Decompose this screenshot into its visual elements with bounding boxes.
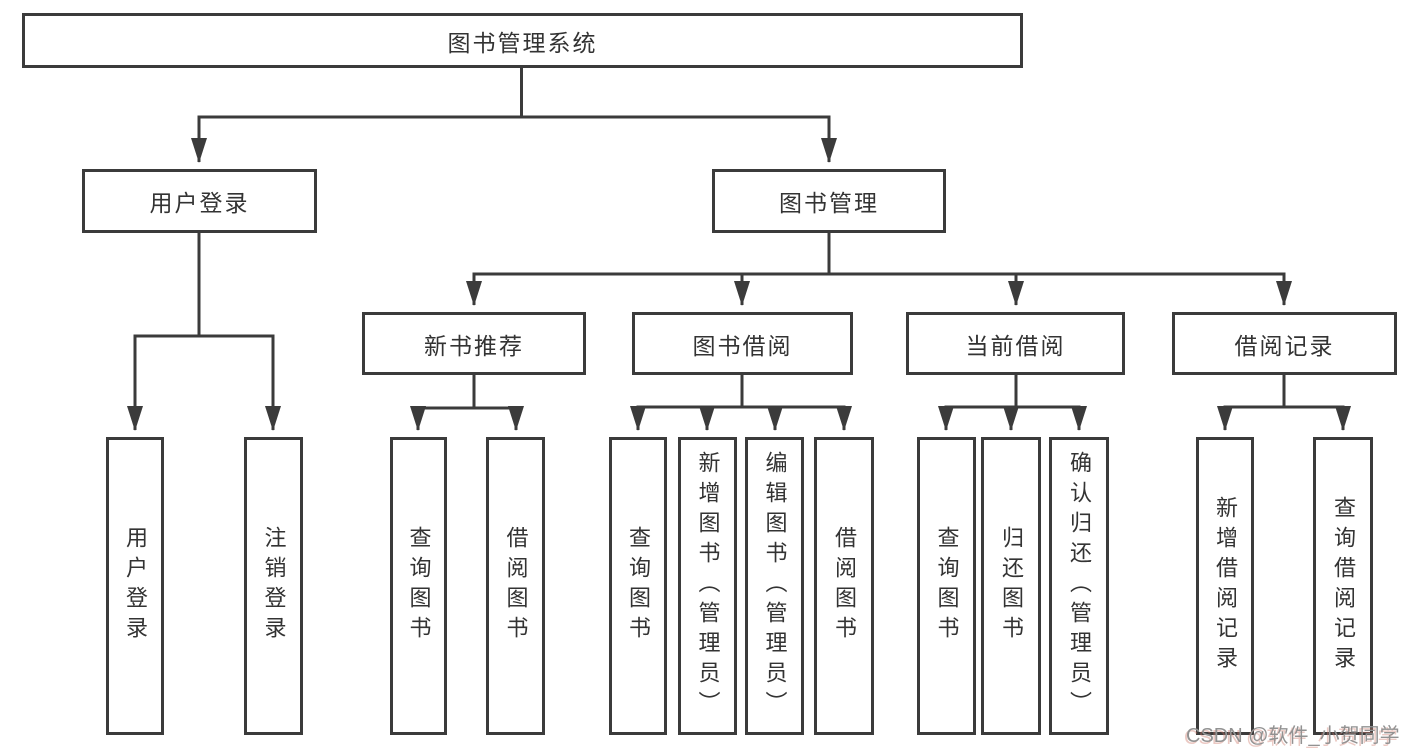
leaf-query-books-borrow: 查询图书 xyxy=(609,437,667,735)
node-label: 查询图书 xyxy=(406,526,432,646)
node-new-book-recommend: 新书推荐 xyxy=(362,312,586,375)
node-label: 注销登录 xyxy=(261,526,287,646)
connector-borrow-records-to-leaves xyxy=(1217,375,1351,431)
node-label: 查询借阅记录 xyxy=(1331,496,1356,676)
connector-new-book-rec-to-leaves xyxy=(410,375,524,431)
node-label: 确认归还（管理员） xyxy=(1067,451,1092,721)
connector-book-borrow-to-leaves xyxy=(630,375,852,431)
node-label: 编辑图书（管理员） xyxy=(762,451,788,721)
leaf-borrow-books: 借阅图书 xyxy=(814,437,874,735)
node-book-borrowing: 图书借阅 xyxy=(632,312,853,375)
leaf-user-login: 用户登录 xyxy=(106,437,164,735)
leaf-add-book-admin: 新增图书（管理员） xyxy=(678,437,737,735)
leaf-query-books-current: 查询图书 xyxy=(917,437,976,735)
node-book-management: 图书管理 xyxy=(712,169,946,233)
csdn-watermark: CSDN @软件_小贺同学 xyxy=(1186,725,1400,747)
node-label: 当前借阅 xyxy=(965,332,1066,359)
node-label: 图书管理 xyxy=(779,190,879,216)
node-label: 借阅图书 xyxy=(503,526,529,646)
node-label: 归还图书 xyxy=(999,526,1024,646)
leaf-confirm-return-admin: 确认归还（管理员） xyxy=(1049,437,1109,735)
node-current-borrowing: 当前借阅 xyxy=(906,312,1125,375)
node-label: 图书借阅 xyxy=(692,332,793,359)
node-label: 借阅记录 xyxy=(1234,332,1335,359)
node-user-login: 用户登录 xyxy=(82,169,317,233)
leaf-return-book: 归还图书 xyxy=(981,437,1041,735)
leaf-query-books-recommend: 查询图书 xyxy=(390,437,447,735)
node-label: 查询图书 xyxy=(626,526,651,646)
node-label: 用户登录 xyxy=(149,190,250,216)
leaf-edit-book-admin: 编辑图书（管理员） xyxy=(745,437,804,735)
node-label: 用户登录 xyxy=(123,526,148,646)
node-label: 新书推荐 xyxy=(424,332,524,359)
node-root-library-management-system: 图书管理系统 xyxy=(22,13,1023,68)
leaf-query-borrow-record: 查询借阅记录 xyxy=(1313,437,1373,735)
leaf-borrow-books-recommend: 借阅图书 xyxy=(486,437,545,735)
connector-user-login-to-leaves xyxy=(127,233,281,431)
node-label: 新增图书（管理员） xyxy=(695,451,721,721)
leaf-add-borrow-record: 新增借阅记录 xyxy=(1196,437,1254,735)
connector-root-to-level2 xyxy=(191,68,837,163)
node-borrowing-records: 借阅记录 xyxy=(1172,312,1397,375)
leaf-logout: 注销登录 xyxy=(244,437,303,735)
connector-current-borrow-to-leaves xyxy=(938,375,1087,431)
node-label: 借阅图书 xyxy=(832,526,857,646)
node-label: 新增借阅记录 xyxy=(1213,496,1238,676)
node-label: 图书管理系统 xyxy=(447,29,598,56)
connector-book-mgmt-to-level3 xyxy=(466,233,1292,306)
node-label: 查询图书 xyxy=(934,526,960,646)
